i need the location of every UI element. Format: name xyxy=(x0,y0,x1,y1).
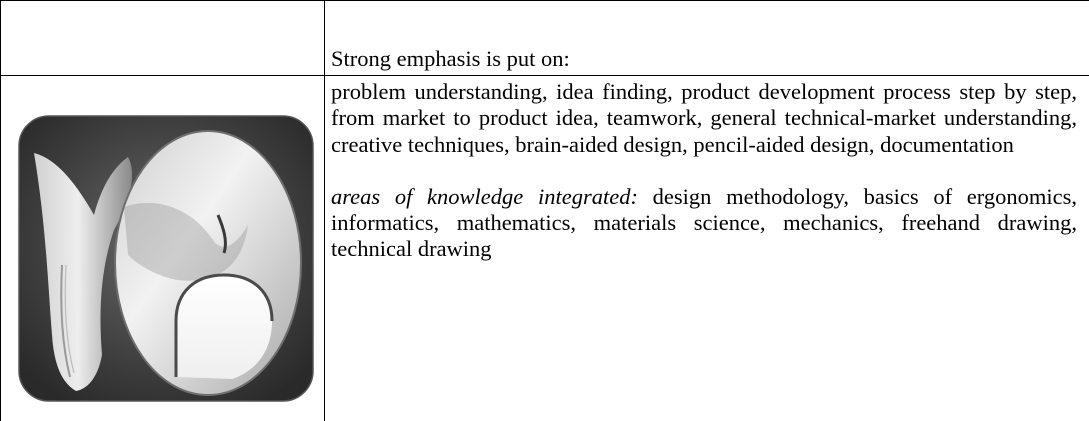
table-top-border xyxy=(0,0,1089,1)
table-left-border xyxy=(0,0,1,421)
table-row-divider xyxy=(0,75,1089,76)
course-description: problem understanding, idea finding, pro… xyxy=(331,79,1077,263)
knowledge-areas-list: design methodology, basics of ergonomics… xyxy=(331,183,1077,262)
course-logo-icon xyxy=(18,115,314,402)
knowledge-areas-lead: areas of knowledge integrated: xyxy=(331,183,638,209)
emphasis-topics-paragraph: problem understanding, idea finding, pro… xyxy=(331,79,1077,157)
table-column-divider xyxy=(324,0,325,421)
knowledge-areas-paragraph: areas of knowledge integrated: design me… xyxy=(331,184,1077,263)
emphasis-heading: Strong emphasis is put on: xyxy=(331,46,570,71)
